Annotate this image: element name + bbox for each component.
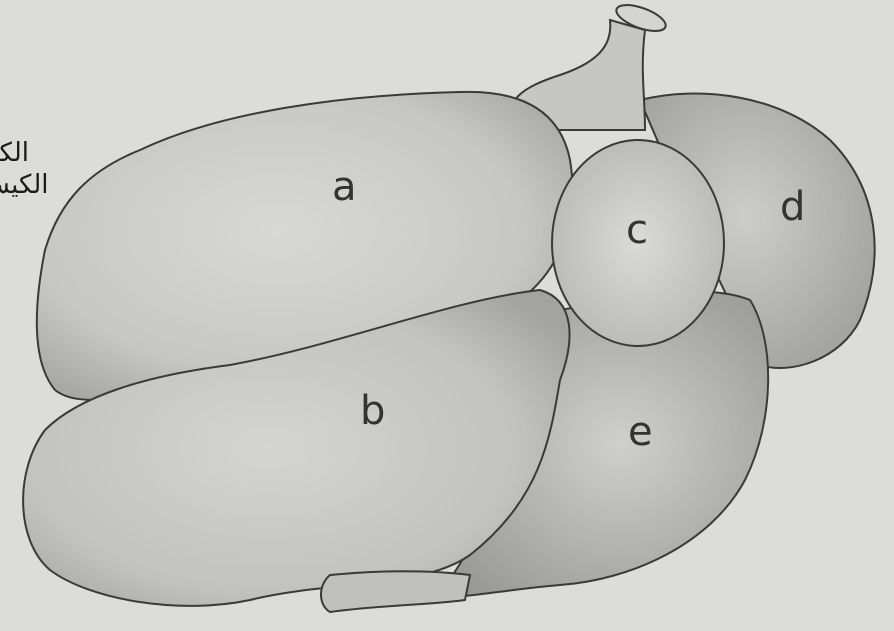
- label-b: b: [360, 388, 385, 434]
- label-a: a: [332, 164, 357, 210]
- side-text-line-2: الكيس: [0, 170, 49, 200]
- label-e: e: [628, 409, 653, 455]
- side-text-line-1: الكبد: [0, 138, 29, 168]
- label-c: c: [626, 207, 648, 253]
- stalk-bottom: [321, 571, 470, 612]
- label-d: d: [780, 184, 805, 230]
